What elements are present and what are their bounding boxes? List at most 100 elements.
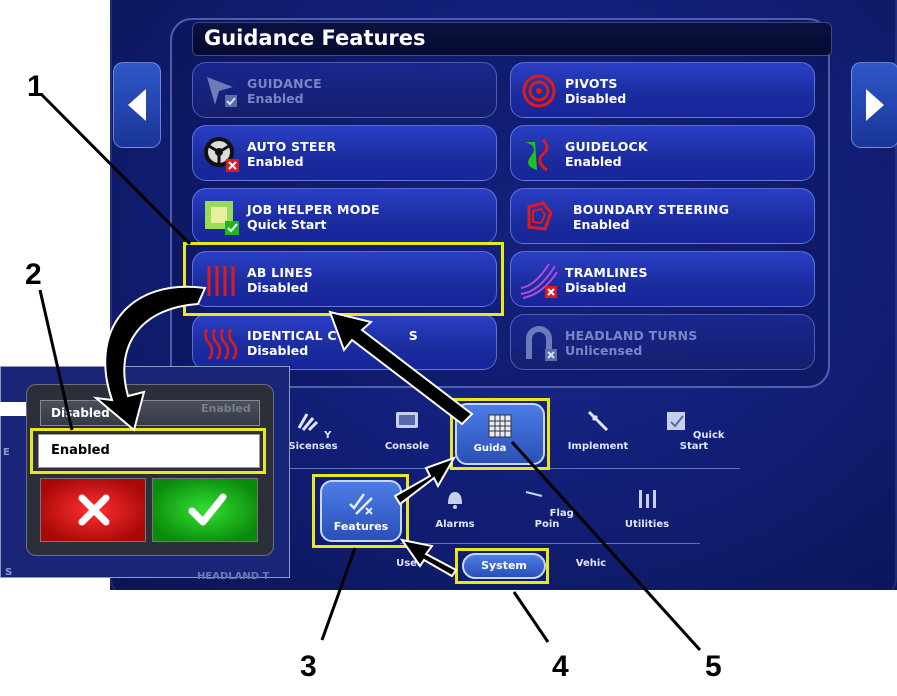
confirm-button[interactable] [152, 478, 258, 542]
tile-label: PIVOTS [565, 76, 618, 91]
background-text-fragment: Enabled [201, 402, 251, 415]
tile-label: TRAMLINES [565, 265, 648, 280]
chevron-left-icon [128, 89, 146, 121]
pivots-icon [522, 74, 556, 108]
tile-tramlines[interactable]: TRAMLINES Disabled [510, 251, 815, 307]
console-icon [396, 412, 418, 428]
steering-wheel-icon [204, 137, 239, 172]
job-helper-icon [205, 201, 239, 235]
leader-line-5 [510, 440, 702, 652]
background-text-fragment: HEADLAND T [197, 571, 270, 582]
implement-icon [587, 410, 609, 432]
chevron-right-icon [866, 89, 884, 121]
menu-item-implement[interactable]: Implement [560, 408, 636, 452]
tile-label: GUIDANCE [247, 76, 322, 91]
identical-curves-icon [204, 328, 238, 360]
tile-ab-lines[interactable]: AB LINES Disabled [192, 251, 497, 307]
headland-turns-icon [526, 326, 557, 361]
guidelock-icon [525, 138, 549, 172]
background-text-fragment: S [5, 567, 13, 578]
highlight-features [312, 474, 409, 548]
menu-divider [400, 543, 700, 544]
tile-status: Enabled [247, 91, 304, 106]
next-page-button[interactable] [851, 62, 897, 148]
leader-line-3 [320, 547, 357, 641]
grid-icon [488, 414, 512, 438]
tile-label: HEADLAND TURNS [565, 328, 698, 343]
checkmark-icon [188, 493, 227, 526]
option-enabled[interactable]: Enabled [38, 434, 260, 468]
tile-guidance[interactable]: GUIDANCE Enabled [192, 62, 497, 118]
callout-2: 2 [25, 258, 42, 291]
panel-title-bar [192, 22, 832, 56]
callout-3: 3 [300, 650, 317, 683]
ab-lines-icon [207, 266, 235, 296]
highlight-enabled-option [30, 428, 266, 474]
licenses-icon [297, 413, 318, 432]
background-frame [110, 0, 897, 590]
flag-icon [525, 491, 543, 497]
menu-item-guidance[interactable]: Guida [455, 403, 545, 465]
current-value-label: Disabled [51, 406, 110, 420]
guidance-icon [207, 77, 237, 107]
tramlines-icon [520, 263, 558, 299]
callout-4: 4 [552, 650, 569, 683]
menu-item-quick-start[interactable]: Quick Start [654, 408, 734, 452]
option-label: Enabled [51, 443, 110, 458]
tile-status: Enabled [573, 217, 630, 232]
features-icon [349, 493, 373, 515]
menu-item-user[interactable]: User [396, 558, 422, 569]
tile-headland-turns[interactable]: HEADLAND TURNS Unlicensed [510, 314, 815, 370]
callout-5: 5 [705, 650, 722, 683]
menu-item-system[interactable]: System [462, 553, 546, 579]
arrow-system-to-features [399, 538, 458, 578]
tile-status: Disabled [565, 91, 627, 106]
boundary-icon [527, 201, 553, 231]
tile-status: Enabled [565, 154, 622, 169]
tile-guidelock[interactable]: GUIDELOCK Enabled [510, 125, 815, 181]
menu-item-vehicle[interactable]: Vehic [575, 558, 607, 569]
current-value-header: Disabled Enabled [40, 400, 260, 426]
menu-item-utilities[interactable]: Utilities [612, 486, 682, 530]
leader-line-1 [40, 93, 192, 246]
bell-icon [448, 492, 462, 509]
highlight-guidance [450, 398, 550, 470]
tile-pivots[interactable]: PIVOTS Disabled [510, 62, 815, 118]
panel-title: Guidance Features [204, 26, 426, 50]
highlight-system [455, 548, 549, 584]
quick-start-icon [667, 412, 686, 430]
previous-page-button[interactable] [113, 62, 161, 148]
utilities-icon [639, 490, 656, 508]
close-icon [78, 494, 110, 526]
tile-status: Unlicensed [565, 343, 643, 358]
menu-item-licenses[interactable]: Y Sicenses [278, 408, 348, 452]
background-text-fragment: E [3, 447, 10, 458]
tile-status: Enabled [247, 154, 304, 169]
leader-line-4 [512, 591, 550, 643]
tile-status: Disabled [247, 343, 309, 358]
arrow-features-to-guidance [393, 456, 457, 506]
tile-status: Disabled [565, 280, 627, 295]
leader-line-2 [38, 289, 74, 431]
menu-item-features[interactable]: Features [320, 480, 402, 542]
cancel-button[interactable] [40, 478, 146, 542]
menu-item-alarms[interactable]: Alarms [425, 486, 485, 530]
arrow-guidance-to-ab-lines [328, 310, 474, 426]
background-input-fragment [0, 402, 26, 416]
tile-label: AUTO STEER [247, 139, 337, 154]
tile-status: Quick Start [247, 217, 327, 232]
tile-label: JOB HELPER MODE [247, 202, 380, 217]
menu-item-console[interactable]: Console [372, 408, 442, 452]
tile-status: Disabled [247, 280, 309, 295]
menu-item-flag-points[interactable]: Flag Poin [512, 486, 582, 530]
tile-label: BOUNDARY STEERING [573, 202, 730, 217]
tile-label: GUIDELOCK [565, 139, 648, 154]
tile-boundary-steering[interactable]: BOUNDARY STEERING Enabled [510, 188, 815, 244]
callout-1: 1 [27, 70, 44, 103]
curved-arrow [92, 285, 207, 432]
tile-job-helper-mode[interactable]: JOB HELPER MODE Quick Start [192, 188, 497, 244]
tile-auto-steer[interactable]: AUTO STEER Enabled [192, 125, 497, 181]
tile-label: AB LINES [247, 265, 313, 280]
